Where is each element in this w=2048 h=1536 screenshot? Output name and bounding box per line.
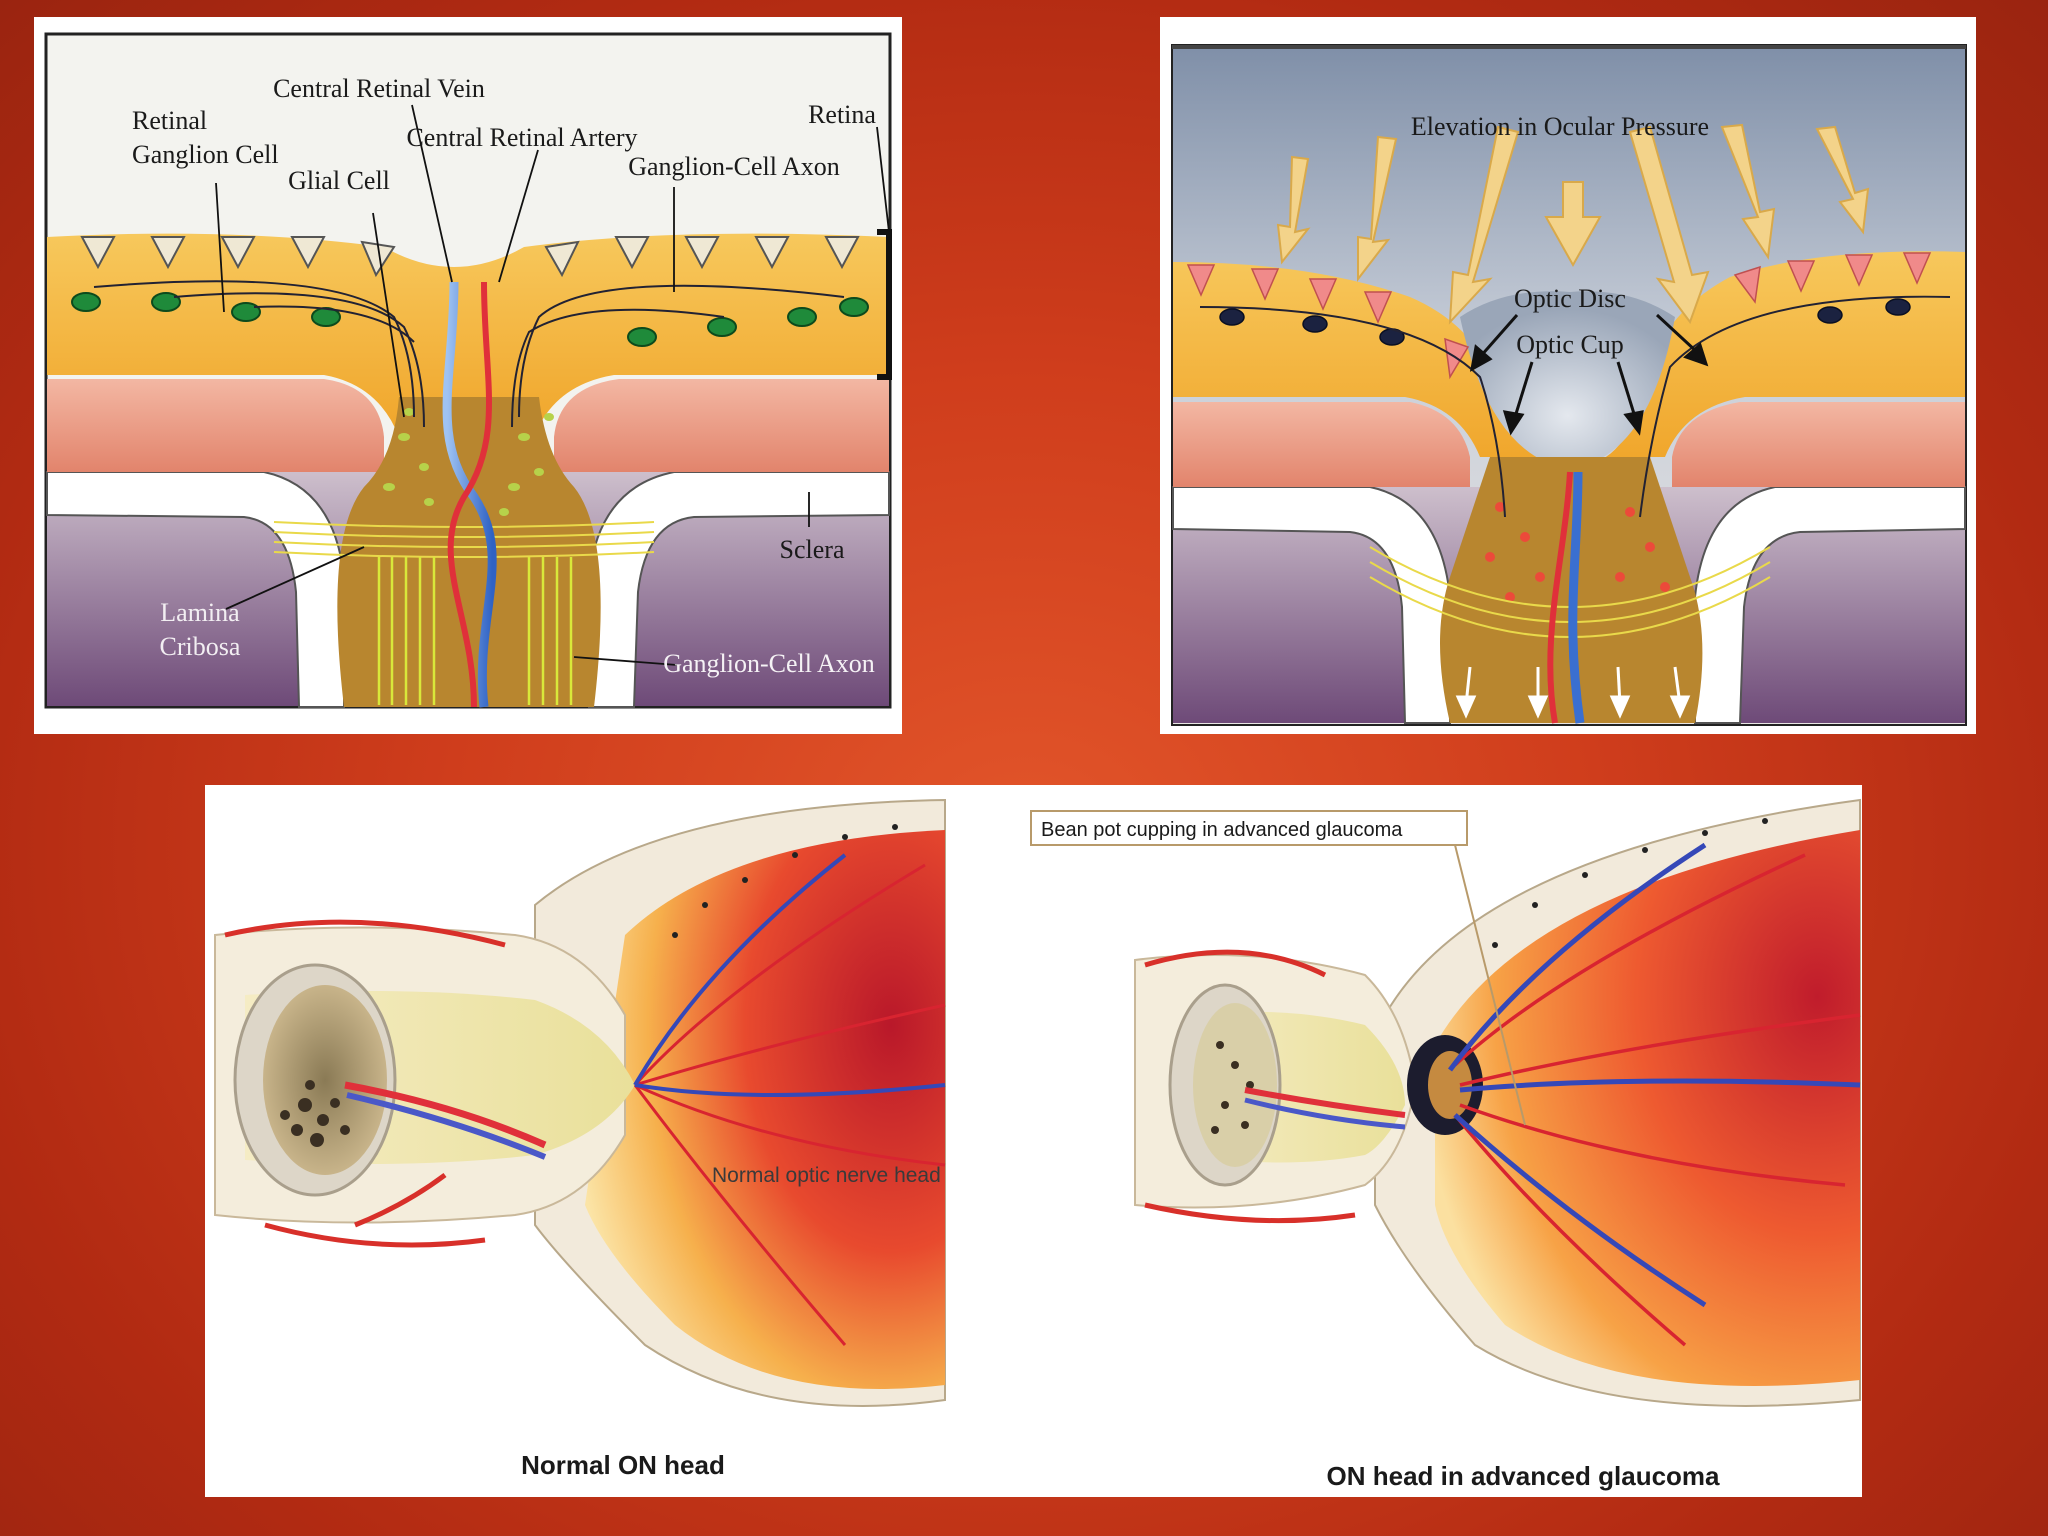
label-optic-cup: Optic Cup <box>1516 330 1624 359</box>
label-elevation-ocular-pressure: Elevation in Ocular Pressure <box>1411 112 1709 141</box>
label-sclera: Sclera <box>780 535 845 564</box>
label-central-retinal-vein: Central Retinal Vein <box>273 74 485 103</box>
normal-optic-nerve-illustration: Central Retinal Vein Retinal Ganglion Ce… <box>44 32 892 709</box>
label-retinal-ganglion-cell-line1: Retinal <box>132 106 207 135</box>
optic-nerve-head-comparison-illustration: Bean pot cupping in advanced glaucoma No… <box>205 785 1862 1497</box>
label-lamina-cribosa-line2: Cribosa <box>160 632 241 661</box>
label-ganglion-cell-axon-bottom: Ganglion-Cell Axon <box>663 649 875 678</box>
label-normal-optic-nerve-head: Normal optic nerve head <box>712 1164 941 1187</box>
caption-normal-on-head: Normal ON head <box>521 1450 725 1480</box>
caption-on-head-advanced-glaucoma: ON head in advanced glaucoma <box>1327 1461 1721 1491</box>
normal-optic-nerve-diagram: Central Retinal Vein Retinal Ganglion Ce… <box>34 17 902 734</box>
label-retinal-ganglion-cell-line2: Ganglion Cell <box>132 140 279 169</box>
callout-leader-line <box>1454 844 1526 1126</box>
label-retina: Retina <box>808 100 876 129</box>
label-ganglion-cell-axon-top: Ganglion-Cell Axon <box>628 152 840 181</box>
optic-nerve-head-comparison: Bean pot cupping in advanced glaucoma No… <box>205 785 1862 1497</box>
advanced-glaucoma-illustration <box>1134 798 1861 1407</box>
label-central-retinal-artery: Central Retinal Artery <box>406 123 637 152</box>
label-glial-cell: Glial Cell <box>288 166 390 195</box>
label-lamina-cribosa-line1: Lamina <box>160 598 240 627</box>
callout-bean-pot-cupping: Bean pot cupping in advanced glaucoma <box>1041 819 1403 841</box>
glaucoma-pressure-diagram: Elevation in Ocular Pressure Optic Disc … <box>1160 17 1976 734</box>
label-optic-disc: Optic Disc <box>1514 284 1626 313</box>
glaucoma-pressure-illustration: Elevation in Ocular Pressure Optic Disc … <box>1171 44 1967 726</box>
normal-on-head-illustration <box>214 798 946 1407</box>
callout-box <box>1030 810 1468 846</box>
